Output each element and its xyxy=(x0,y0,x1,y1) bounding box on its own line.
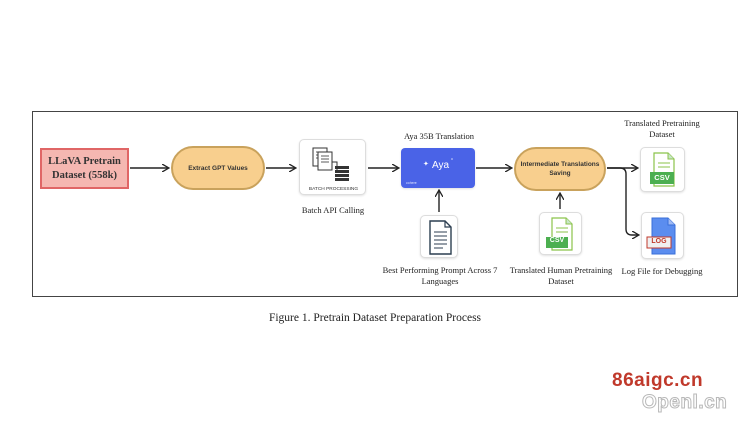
prompt-caption: Best Performing Prompt Across 7 Language… xyxy=(382,265,498,286)
batch-icon-label: BATCH PROCESSING xyxy=(308,187,359,192)
log-file-icon xyxy=(646,217,676,255)
figure-caption: Figure 1. Pretrain Dataset Preparation P… xyxy=(268,312,482,324)
output-csv-title: Translated Pretraining Dataset xyxy=(624,118,700,139)
prompt-document-card xyxy=(420,215,458,258)
extract-step: Extract GPT Values xyxy=(171,146,265,190)
csv-badge-output: CSV xyxy=(654,173,670,182)
csv-file-icon xyxy=(546,217,573,251)
log-file-card: LOG xyxy=(641,212,684,259)
aya-title: Aya 35B Translation xyxy=(403,131,475,141)
aya-logo-card: ✦ Aya ° cohere xyxy=(401,148,475,188)
translated-human-caption: Translated Human Pretraining Dataset xyxy=(509,265,613,286)
dataset-box: LLaVA Pretrain Dataset (558k) xyxy=(40,148,129,189)
output-csv-card: CSV xyxy=(640,147,685,192)
batch-processing-icon xyxy=(312,147,349,181)
log-caption: Log File for Debugging xyxy=(621,266,703,276)
batch-processing-card: BATCH PROCESSING xyxy=(299,139,366,195)
aya-superscript-icon: ° xyxy=(451,158,453,164)
diagram-frame xyxy=(32,111,738,297)
human-csv-card: CSV xyxy=(539,212,582,255)
aya-logo-small: cohere xyxy=(406,181,417,185)
aya-logo-text: Aya xyxy=(432,160,450,171)
csv-file-icon xyxy=(650,152,675,187)
document-icon xyxy=(429,220,452,255)
watermark-line1: 86aigc.cn xyxy=(612,370,704,391)
arrow-intermediate-to-log xyxy=(607,167,638,235)
log-badge: LOG xyxy=(651,238,667,245)
batch-caption: Batch API Calling xyxy=(301,205,365,215)
aya-sparkle-icon: ✦ xyxy=(423,160,429,168)
watermark-line2: Openl.cn xyxy=(641,392,728,414)
intermediate-step: Intermediate Translations Saving xyxy=(514,147,606,191)
csv-badge-human: CSV xyxy=(549,237,565,244)
